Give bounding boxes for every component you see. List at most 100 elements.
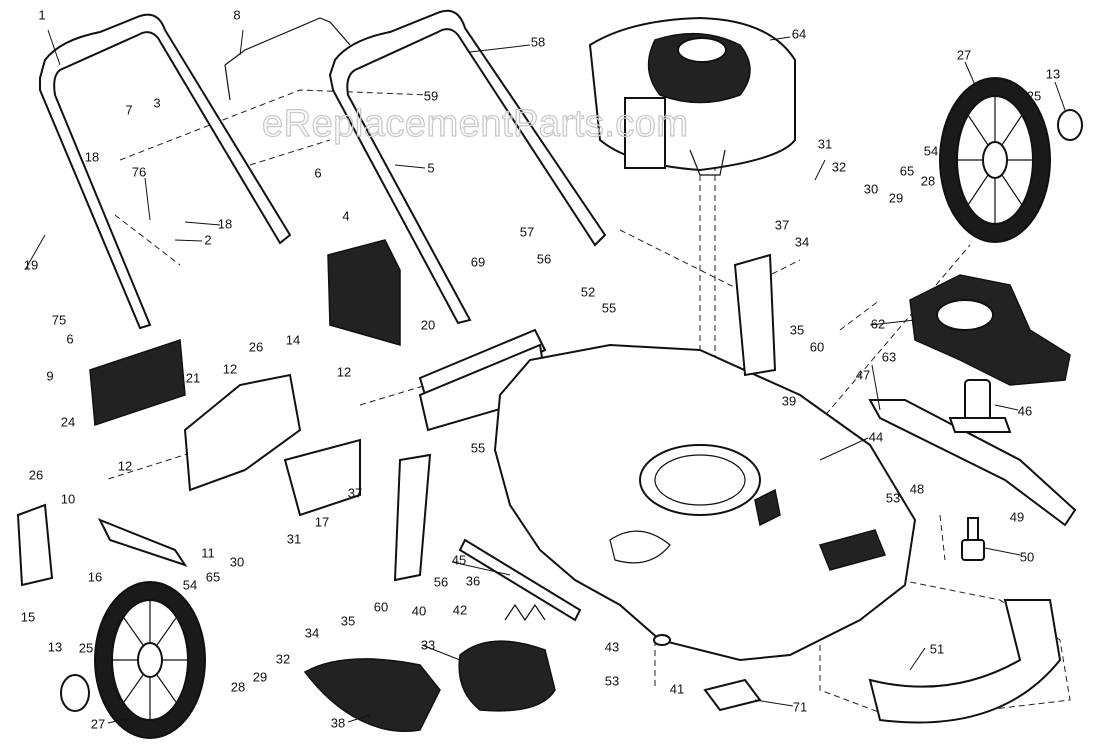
callout-c28a: 28: [921, 173, 935, 188]
callout-c69: 69: [471, 254, 485, 269]
callout-c12b: 12: [337, 364, 351, 379]
callout-c44: 44: [869, 429, 883, 444]
mulch-plug-33: [458, 640, 556, 712]
blade-bolt-50: [961, 517, 985, 561]
callout-c64: 64: [792, 26, 806, 41]
callout-c43: 43: [605, 639, 619, 654]
callout-c10: 10: [61, 491, 75, 506]
callout-c11: 11: [201, 545, 215, 560]
callout-c46: 46: [1018, 403, 1032, 418]
callout-c55a: 55: [602, 300, 616, 315]
watermark: eReplacementParts.com: [262, 103, 689, 145]
callout-c25b: 25: [79, 640, 93, 655]
handle-wire: [224, 17, 351, 101]
blade-adapter-46: [948, 379, 1012, 433]
height-adjuster-40: [393, 453, 432, 582]
callout-c34b: 34: [305, 625, 319, 640]
callout-c54a: 54: [924, 143, 938, 158]
callout-c32b: 32: [276, 651, 290, 666]
callout-c18a: 18: [85, 149, 99, 164]
callout-c4: 4: [342, 208, 349, 223]
callout-c29a: 29: [889, 190, 903, 205]
callout-c59: 59: [424, 88, 438, 103]
callout-c31a: 31: [818, 136, 832, 151]
callout-c25a: 25: [1027, 88, 1041, 103]
handle-bracket-20: [418, 328, 550, 432]
callout-c71: 71: [793, 699, 807, 714]
callout-c47: 47: [856, 367, 870, 382]
callout-c15: 15: [21, 609, 35, 624]
callout-c65b: 65: [206, 569, 220, 584]
mower-deck-44: [493, 343, 917, 662]
callout-c6a: 6: [314, 165, 321, 180]
height-adjuster-39: [733, 253, 777, 377]
callout-c29b: 29: [253, 669, 267, 684]
spacer-43: [653, 634, 671, 646]
callout-c27b: 27: [91, 716, 105, 731]
wheel-27-left: [94, 581, 206, 739]
callout-c51: 51: [930, 641, 944, 656]
hub-cap-13: [60, 109, 1083, 712]
callout-c53b: 53: [605, 673, 619, 688]
callout-c56b: 56: [434, 574, 448, 589]
callout-c63: 63: [882, 349, 896, 364]
callout-c16: 16: [88, 569, 102, 584]
callout-c17: 17: [315, 514, 329, 529]
callout-c21: 21: [186, 370, 200, 385]
callout-c32a: 32: [832, 159, 846, 174]
upper-handle-right: [328, 9, 607, 325]
callout-c65a: 65: [900, 163, 914, 178]
callout-c53a: 53: [886, 490, 900, 505]
callout-c36: 36: [466, 573, 480, 588]
callout-c37a: 37: [775, 217, 789, 232]
callout-c76: 76: [132, 164, 146, 179]
callout-c38: 38: [331, 715, 345, 730]
spring-42: [504, 603, 546, 622]
callout-c55b: 55: [471, 440, 485, 455]
callout-c41: 41: [670, 681, 684, 696]
callout-c8: 8: [233, 7, 240, 22]
callout-c45: 45: [452, 552, 466, 567]
callout-c75: 75: [52, 312, 66, 327]
rear-door-9: [89, 338, 186, 427]
callout-c48: 48: [910, 481, 924, 496]
callout-c13a: 13: [1046, 66, 1060, 81]
axle-36: [458, 538, 582, 622]
callout-c26b: 26: [29, 467, 43, 482]
callout-c20: 20: [421, 317, 435, 332]
callout-c56a: 56: [537, 251, 551, 266]
callout-c5: 5: [427, 160, 434, 175]
callout-c28b: 28: [231, 679, 245, 694]
callout-c24: 24: [61, 414, 75, 429]
callout-c9: 9: [46, 368, 53, 383]
callout-c35b: 35: [341, 613, 355, 628]
callout-c18b: 18: [218, 216, 232, 231]
callout-c30a: 30: [864, 181, 878, 196]
callout-c27a: 27: [957, 47, 971, 62]
callout-c33: 33: [421, 637, 435, 652]
wheel-27-right: [939, 77, 1051, 243]
rear-bracket-14: [183, 373, 302, 492]
callout-c30b: 30: [230, 554, 244, 569]
callout-c13b: 13: [48, 639, 62, 654]
callout-c39: 39: [782, 393, 796, 408]
blade-47: [868, 399, 1077, 527]
rear-flap-4: [327, 239, 401, 346]
engine-64: [588, 16, 796, 176]
callout-c19: 19: [24, 257, 38, 272]
callout-c42: 42: [453, 602, 467, 617]
side-bracket-15: [16, 503, 54, 587]
callout-c60a: 60: [810, 339, 824, 354]
callout-c12a: 12: [223, 361, 237, 376]
blade-adapter-62: [909, 274, 1071, 386]
callout-c35a: 35: [790, 322, 804, 337]
callout-c54b: 54: [183, 577, 197, 592]
callout-c60b: 60: [374, 599, 388, 614]
callout-c34a: 34: [795, 234, 809, 249]
callout-c6b: 6: [66, 331, 73, 346]
bracket-71: [703, 678, 762, 712]
callout-c3: 3: [153, 95, 160, 110]
bracket-17: [283, 438, 361, 517]
